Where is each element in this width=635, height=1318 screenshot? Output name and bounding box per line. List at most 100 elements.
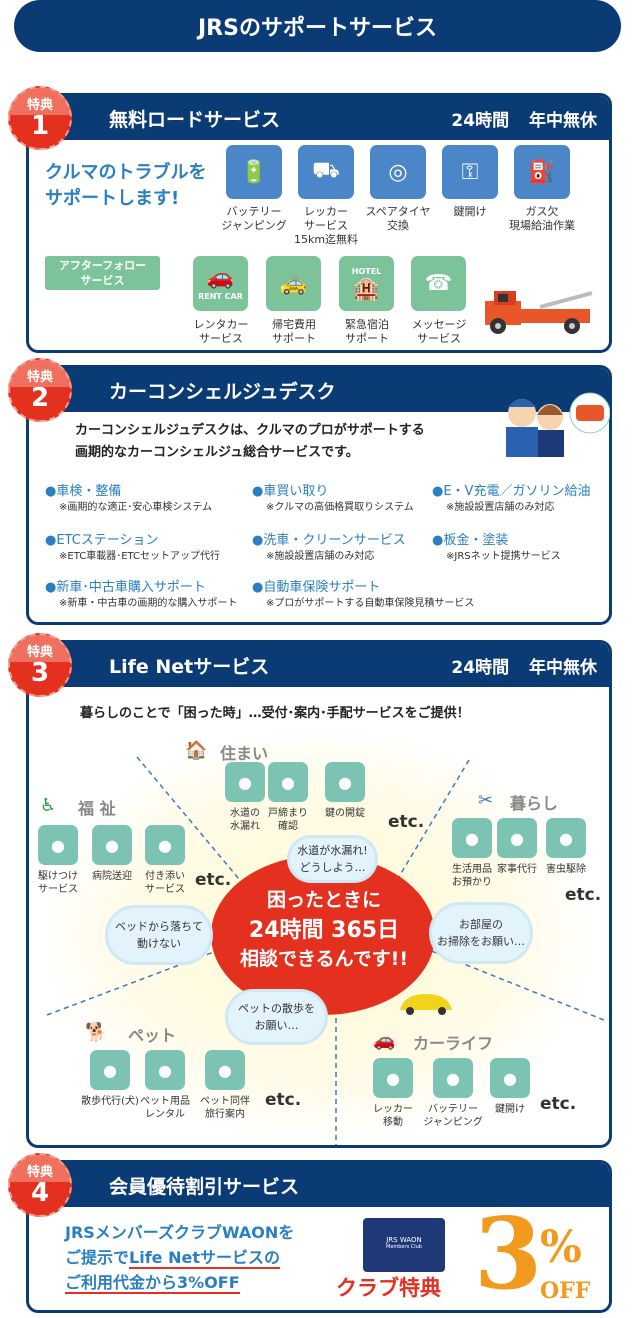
carlife-service-label: レッカー 移動 bbox=[373, 1104, 413, 1128]
welfare-service-label: 付き添い サービス bbox=[145, 871, 185, 895]
after-service-label: 緊急宿泊 サポート bbox=[345, 318, 389, 345]
section-concierge: カーコンシェルジュデスク bbox=[26, 365, 612, 625]
welfare-service-label: 病院送迎 bbox=[92, 871, 132, 882]
yellow-car-icon bbox=[400, 994, 452, 1015]
welfare-service-label: 駆けつけ サービス bbox=[38, 871, 78, 895]
section-member-discount: 会員優待割引サービス bbox=[26, 1160, 612, 1313]
road-lead: クルマのトラブルを サポートします! bbox=[45, 162, 207, 209]
tow-truck-icon: ⛟ bbox=[298, 145, 354, 199]
home-service-label: 戸締まり 確認 bbox=[268, 808, 308, 832]
carlife-service-label: バッテリー ジャンピング bbox=[423, 1104, 483, 1128]
carlife-category-title: カーライフ bbox=[413, 1034, 494, 1053]
speech-cloud-pet: ペットの散歩を お願い… bbox=[228, 992, 325, 1042]
etc-label: etc. bbox=[565, 885, 602, 905]
pet-service-icon: ● bbox=[90, 1050, 130, 1090]
welfare-service-icon: ● bbox=[92, 825, 132, 865]
telephone-icon: ☎ bbox=[411, 256, 466, 311]
life-net-lead: 暮らしのことで「困った時」…受付･案内･手配サービスをご提供！ bbox=[80, 706, 470, 721]
concierge-item-note: ※プロがサポートする自動車保険見積サービス bbox=[266, 598, 475, 609]
icon-tag: RENT CAR bbox=[198, 292, 243, 301]
pet-category-title: ペット bbox=[128, 1026, 177, 1045]
concierge-item-note: ※新車・中古車の画期的な購入サポート bbox=[59, 598, 238, 609]
concierge-item-note: ※クルマの高価格買取りシステム bbox=[266, 502, 414, 513]
service-label: レッカー サービス 15km迄無料 bbox=[293, 205, 359, 246]
discount-lead: JRSメンバーズクラブWAONを ご提示でLife Netサービスの ご利用代金… bbox=[65, 1223, 295, 1294]
speech-cloud-bed: ベッドから落ちて 動けない bbox=[108, 908, 210, 962]
concierge-item-note: ※JRSネット提携サービス bbox=[446, 551, 561, 562]
pet-service-label: ペット用品 レンタル bbox=[140, 1096, 190, 1120]
service-label: ガス欠 現場給油作業 bbox=[509, 205, 575, 232]
carlife-category-icon: 🚗 bbox=[373, 1030, 396, 1051]
living-service-icon: ● bbox=[452, 818, 492, 858]
off-label: OFF bbox=[540, 1278, 591, 1304]
living-service-label: 生活用品 お預かり bbox=[452, 864, 492, 888]
concierge-item: ●E・V充電／ガソリン給油 bbox=[432, 484, 591, 499]
living-service-icon: ● bbox=[546, 818, 586, 858]
concierge-item-note: ※ETC車載器･ETCセットアップ代行 bbox=[59, 551, 221, 562]
tire-icon: ◎ bbox=[370, 145, 426, 199]
speech-cloud-cleaning: お部屋の お掃除をお願い… bbox=[432, 905, 530, 961]
pet-service-icon: ● bbox=[145, 1050, 185, 1090]
hours-label: 24時間 年中無休 bbox=[451, 110, 597, 131]
concierge-item-note: ※施設設置店舗のみ対応 bbox=[446, 502, 555, 513]
home-category-title: 住まい bbox=[220, 744, 269, 763]
concierge-item: ●洗車・クリーンサービス bbox=[252, 533, 406, 548]
section-header: Life Netサービス 24時間 年中無休 bbox=[29, 643, 609, 687]
concierge-item-note: ※施設設置店舗のみ対応 bbox=[266, 551, 375, 562]
rent-car-icon: 🚗RENT CAR bbox=[193, 256, 248, 311]
living-service-label: 害虫駆除 bbox=[546, 864, 586, 875]
carlife-service-icon: ● bbox=[373, 1058, 413, 1098]
concierge-item: ●新車･中古車購入サポート bbox=[45, 580, 206, 595]
concierge-item: ●自動車保険サポート bbox=[252, 580, 381, 595]
etc-label: etc. bbox=[388, 812, 425, 832]
pet-service-label: ペット同伴 旅行案内 bbox=[200, 1096, 250, 1120]
battery-icon: 🔋 bbox=[226, 145, 282, 199]
welfare-service-icon: ● bbox=[145, 825, 185, 865]
living-category-icon: ✂ bbox=[478, 790, 494, 811]
taxi-train-icon: 🚕 bbox=[266, 256, 321, 311]
fuel-pump-icon: ⛽ bbox=[514, 145, 570, 199]
page-title: JRSのサポートサービス bbox=[14, 0, 621, 52]
home-category-icon: 🏠 bbox=[185, 740, 208, 761]
home-service-label: 鍵の開錠 bbox=[325, 808, 365, 819]
key-icon: ⚿ bbox=[442, 145, 498, 199]
living-service-icon: ● bbox=[497, 818, 537, 858]
service-label: 鍵開け bbox=[453, 205, 487, 218]
welfare-category-icon: ♿ bbox=[40, 795, 57, 816]
etc-label: etc. bbox=[265, 1090, 302, 1110]
living-category-title: 暮らし bbox=[510, 794, 559, 813]
tow-truck-illustration bbox=[485, 291, 593, 334]
section-title: カーコンシェルジュデスク bbox=[109, 380, 336, 403]
carlife-service-label: 鍵開け bbox=[495, 1104, 525, 1115]
concierge-item: ●車買い取り bbox=[252, 484, 329, 499]
after-service-label: メッセージ サービス bbox=[411, 318, 467, 345]
discount-number: 3 bbox=[474, 1197, 543, 1312]
welfare-service-icon: ● bbox=[38, 825, 78, 865]
center-message: 困ったときに 24時間 365日 相談できるんです!! bbox=[239, 889, 408, 970]
pet-service-icon: ● bbox=[205, 1050, 245, 1090]
hotel-icon: HOTEL🏨 bbox=[339, 256, 394, 311]
section-title: Life Netサービス bbox=[109, 655, 270, 678]
hours-label: 24時間 年中無休 bbox=[451, 657, 597, 678]
concierge-item: ●板金・塗装 bbox=[432, 533, 509, 548]
home-service-icon: ● bbox=[325, 762, 365, 802]
club-benefit-label: クラブ特典 bbox=[336, 1275, 441, 1300]
welfare-category-title: 福 祉 bbox=[78, 799, 116, 818]
concierge-item: ●ETCステーション bbox=[45, 533, 159, 548]
carlife-service-icon: ● bbox=[433, 1058, 473, 1098]
home-service-label: 水道の 水漏れ bbox=[230, 808, 260, 832]
home-service-icon: ● bbox=[225, 762, 265, 802]
speech-cloud-water: 水道が水漏れ! どうしよう… bbox=[290, 838, 375, 880]
concierge-lead: カーコンシェルジュデスクは、クルマのプロがサポートする 画期的なカーコンシェルジ… bbox=[75, 423, 425, 460]
service-label: バッテリー ジャンピング bbox=[221, 205, 287, 232]
section-header: 会員優待割引サービス bbox=[29, 1163, 609, 1207]
after-service-label: レンタカー サービス bbox=[193, 318, 249, 345]
carlife-service-icon: ● bbox=[490, 1058, 530, 1098]
icon-tag: HOTEL bbox=[351, 267, 382, 276]
